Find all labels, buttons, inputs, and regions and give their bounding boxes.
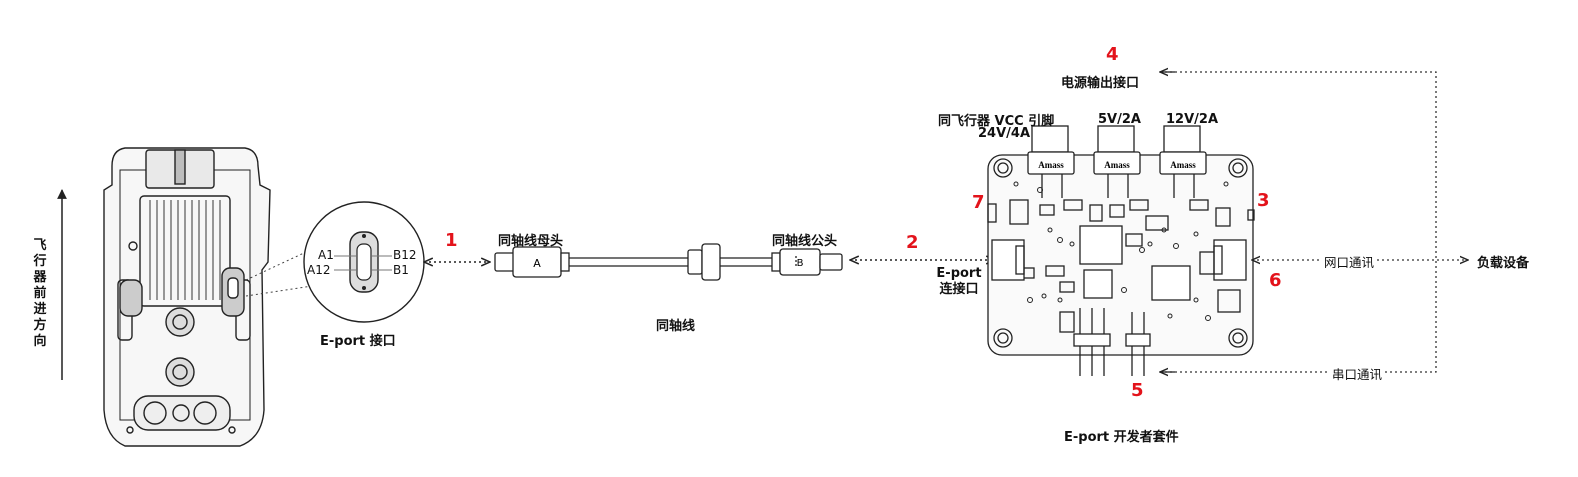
serial-link [1160, 260, 1437, 373]
direction-label: 飞行器前进方向 [33, 238, 47, 349]
callout-3: 3 [1257, 190, 1270, 211]
coax-male-label: 同轴线公头 [772, 234, 838, 249]
serial-link-label: 串口通讯 [1330, 364, 1385, 383]
pin-b12: B12 [393, 248, 417, 262]
board-title: E-port 开发者套件 [1064, 430, 1179, 445]
zoom-lines [245, 251, 313, 297]
connector-brand-1: Amass [1038, 160, 1064, 170]
cable-male-mark: B [797, 258, 804, 269]
network-link-label: 网口通讯 [1322, 252, 1377, 271]
rating-12v-label: 12V/2A [1166, 112, 1219, 127]
power-output-label: 电源输出接口 [1061, 76, 1140, 91]
connector-brand-3: Amass [1170, 160, 1196, 170]
callout-4: 4 [1106, 44, 1119, 65]
dev-board [987, 125, 1255, 376]
eport-detail-circle [303, 201, 425, 323]
eport-connect-label: E-port连接口 [936, 266, 982, 297]
board-vias [1013, 181, 1229, 321]
callout-6: 6 [1269, 270, 1282, 291]
pin-b1: B1 [393, 263, 409, 277]
eport-port-caption: E-port 接口 [320, 334, 396, 349]
coax-cable [494, 243, 843, 281]
callout-2: 2 [906, 232, 919, 253]
callout-1: 1 [445, 230, 458, 251]
vcc-rating-label: 24V/4A [978, 126, 1031, 141]
power-link [1160, 71, 1437, 260]
drone-body [103, 147, 271, 447]
coax-cable-label: 同轴线 [656, 319, 696, 334]
callout-7: 7 [972, 192, 985, 213]
pin-a1: A1 [318, 248, 334, 262]
pin-headers [1073, 308, 1151, 376]
pin-a12: A12 [307, 263, 331, 277]
rating-5v-label: 5V/2A [1098, 112, 1141, 127]
callout-5: 5 [1131, 380, 1144, 401]
payload-device-label: 负载设备 [1477, 256, 1530, 271]
vcc-pin-label: 同飞行器 VCC 引脚 [938, 114, 1055, 129]
cable-female-mark: A [533, 257, 541, 270]
connector-brand-2: Amass [1104, 160, 1130, 170]
power-connectors [1027, 125, 1207, 198]
coax-female-label: 同轴线母头 [498, 234, 564, 249]
